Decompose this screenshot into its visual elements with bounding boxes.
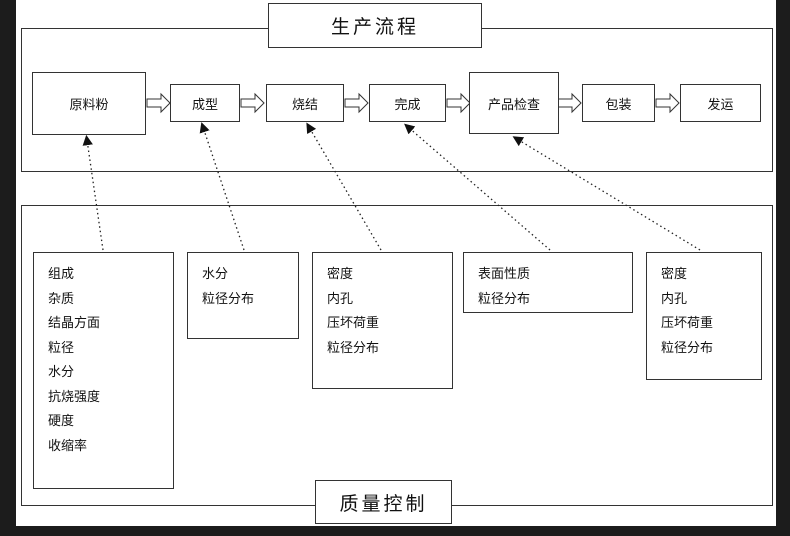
dotted-link-2 [199, 122, 245, 251]
quality-item: 抗烧强度 [48, 389, 101, 405]
quality-item: 水分 [48, 365, 75, 380]
quality-group-sintering: 密度 内孔 压坏荷重 粒径分布 [312, 252, 453, 389]
quality-item: 内孔 [661, 291, 688, 307]
flow-arrow-2 [240, 92, 265, 114]
quality-item: 粒径分布 [478, 291, 531, 307]
quality-group-molding: 水分 粒径分布 [187, 252, 299, 339]
quality-item: 结晶方面 [48, 316, 101, 331]
step-sintering: 烧结 [266, 84, 344, 122]
quality-group-finishing: 表面性质 粒径分布 [463, 252, 633, 313]
quality-control-title: 质量控制 [315, 480, 452, 524]
quality-item: 组成 [48, 267, 75, 282]
quality-item: 密度 [661, 267, 688, 282]
quality-group-raw-powder: 组成 杂质 结晶方面 粒径 水分 抗烧强度 硬度 收缩率 [33, 252, 174, 489]
quality-item: 密度 [327, 267, 354, 282]
diagram-canvas: 生产流程 质量控制 原料粉 成型 烧结 完成 产品检查 包装 发运 组成 杂质 … [16, 0, 776, 526]
quality-item: 内孔 [327, 291, 354, 307]
quality-item: 硬度 [48, 414, 75, 429]
flow-arrow-4 [446, 92, 471, 114]
flow-arrow-3 [344, 92, 369, 114]
connector-layer [82, 92, 701, 251]
step-raw-powder: 原料粉 [32, 72, 146, 135]
quality-item: 粒径分布 [661, 340, 714, 356]
production-flow-title: 生产流程 [268, 3, 482, 48]
dotted-link-4 [404, 123, 551, 251]
flow-arrow-5 [557, 92, 582, 114]
quality-item: 粒径分布 [202, 291, 255, 307]
dotted-link-5 [512, 136, 701, 251]
quality-item: 压坏荷重 [661, 316, 714, 331]
quality-group-inspection: 密度 内孔 压坏荷重 粒径分布 [646, 252, 762, 380]
quality-item: 表面性质 [478, 267, 531, 282]
step-inspection: 产品检查 [469, 72, 559, 134]
quality-item: 压坏荷重 [327, 316, 380, 331]
dotted-link-3 [306, 122, 382, 251]
flow-arrow-1 [146, 92, 171, 114]
quality-item: 收缩率 [48, 438, 88, 454]
step-finishing: 完成 [369, 84, 446, 122]
step-packaging: 包装 [582, 84, 655, 122]
flow-arrow-6 [655, 92, 680, 114]
quality-item: 水分 [202, 267, 229, 282]
dotted-link-1 [82, 134, 104, 251]
quality-item: 杂质 [48, 291, 75, 307]
step-molding: 成型 [170, 84, 240, 122]
quality-item: 粒径分布 [327, 340, 380, 356]
quality-item: 粒径 [48, 340, 75, 356]
step-shipping: 发运 [680, 84, 761, 122]
